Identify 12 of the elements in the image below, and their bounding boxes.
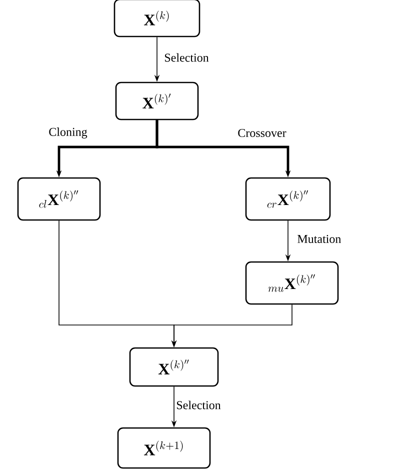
formula-box: $\mathbf{X}^{(k)''}$ [129,347,219,387]
formula-box: ${}_{mu}\mathbf{X}^{(k)''}$ [245,261,339,305]
formula-box: $\mathbf{X}^{(k)}$ [114,0,200,38]
formula-box: ${}_{cr}\mathbf{X}^{(k)''}$ [245,177,331,221]
edge-label: Mutation [296,234,342,244]
formula-box: $\mathbf{X}^{(k)'}$ [115,82,199,120]
edge-label: Selection [175,400,222,410]
edge-label: Cloning [48,126,88,140]
formula-box: $\mathbf{X}^{(k+1)}$ [117,427,211,469]
edge-label: Crossover [236,128,288,138]
formula-box: ${}_{cl}\mathbf{X}^{(k)''}$ [17,177,101,221]
edge-label: Selection [163,52,210,63]
